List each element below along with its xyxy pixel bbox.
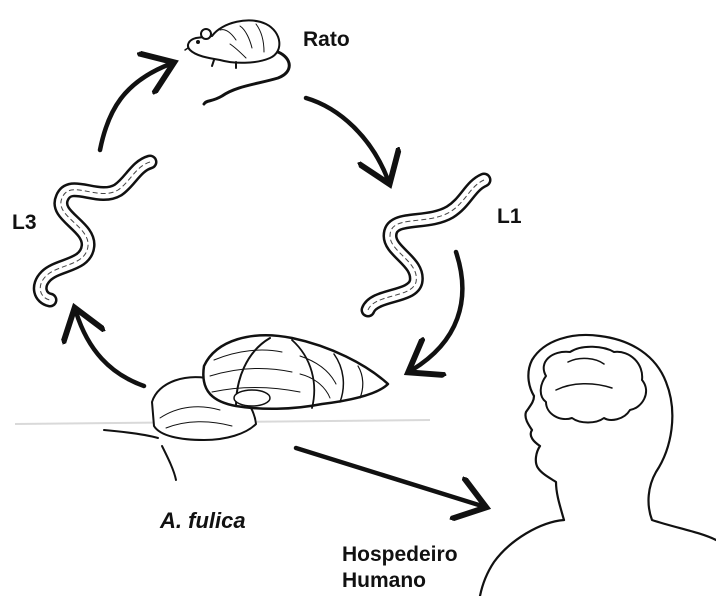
human-head-illustration [480, 335, 716, 596]
arrow-snail-to-l3 [76, 312, 144, 386]
label-snail: A. fulica [160, 508, 246, 534]
rat-illustration [185, 20, 289, 104]
arrow-l3-to-rat [100, 64, 170, 150]
arrow-rat-to-l1 [306, 98, 388, 180]
l3-larva-illustration [40, 162, 150, 300]
label-human-line2: Humano [342, 568, 458, 594]
label-rat: Rato [303, 28, 350, 52]
l1-larva-illustration [368, 180, 484, 310]
snail-illustration [104, 335, 388, 480]
arrow-snail-to-human [296, 448, 482, 506]
label-l3: L3 [12, 211, 37, 235]
label-human-host: Hospedeiro Humano [342, 542, 458, 594]
label-human-line1: Hospedeiro [342, 542, 458, 568]
label-l1: L1 [497, 205, 522, 229]
